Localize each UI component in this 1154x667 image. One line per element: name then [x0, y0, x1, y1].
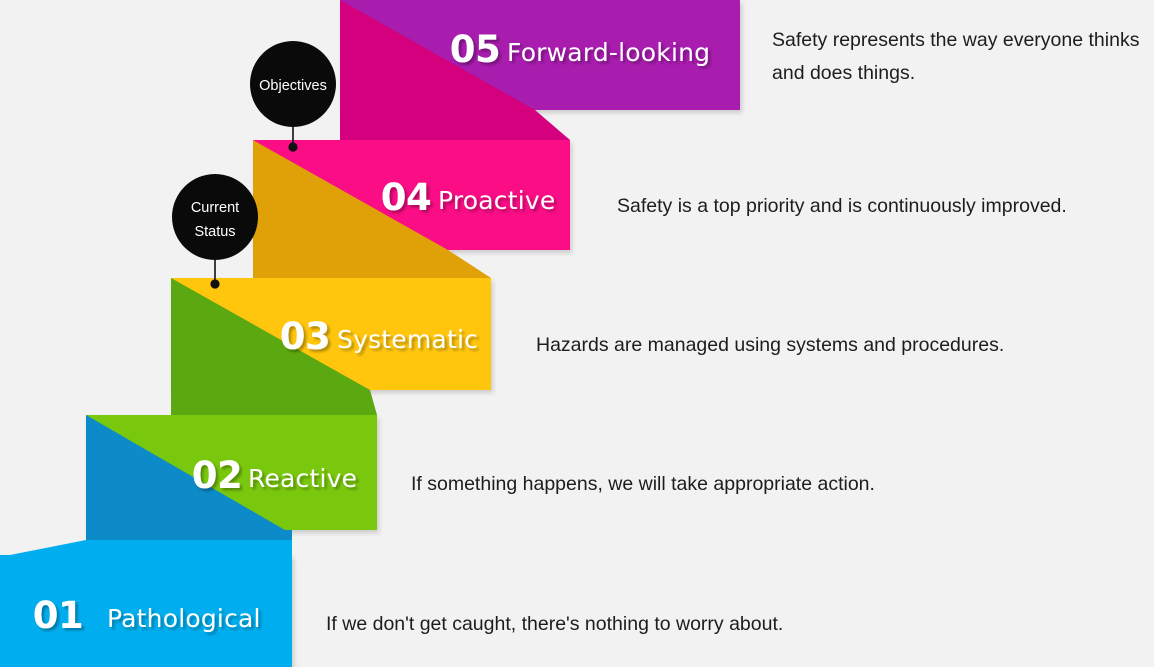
- step-03-side-foot: [171, 390, 377, 415]
- step-02-number: 02: [192, 454, 243, 497]
- step-04-number: 04: [381, 176, 432, 219]
- step-block-01[interactable]: 01 Pathological: [0, 540, 292, 667]
- step-02-side-triangle: [86, 415, 285, 530]
- current-status-label-line2: Status: [194, 224, 235, 240]
- step-01-side-panel: [10, 540, 292, 555]
- current-status-label-line1: Current: [191, 200, 239, 216]
- step-03-side-triangle: [171, 278, 370, 390]
- marker-current-status[interactable]: Current Status: [172, 174, 258, 289]
- objectives-label-line1: Objectives: [259, 78, 327, 94]
- step-05-side-triangle: [340, 0, 535, 110]
- current-status-connector-dot: [210, 279, 220, 289]
- step-block-05[interactable]: 05 Forward-looking: [340, 0, 740, 140]
- step-01-number: 01: [33, 594, 84, 637]
- step-block-03[interactable]: 03 Systematic: [171, 278, 491, 415]
- step-01-label: Pathological: [107, 604, 261, 633]
- step-01-description: If we don't get caught, there's nothing …: [326, 613, 784, 635]
- step-01-face: [0, 555, 292, 667]
- step-03-label: Systematic: [337, 325, 478, 354]
- step-block-04[interactable]: 04 Proactive: [253, 140, 570, 278]
- step-04-description: Safety is a top priority and is continuo…: [617, 195, 1067, 217]
- step-04-side-foot: [253, 250, 491, 278]
- step-05-side-foot: [340, 110, 570, 140]
- objectives-connector-dot: [288, 142, 298, 152]
- current-status-circle: [172, 174, 258, 260]
- step-05-number: 05: [450, 28, 501, 71]
- step-02-description: If something happens, we will take appro…: [411, 473, 875, 495]
- step-03-number: 03: [280, 315, 331, 358]
- step-04-side-triangle: [253, 140, 448, 250]
- step-03-description: Hazards are managed using systems and pr…: [536, 334, 1005, 356]
- step-02-label: Reactive: [248, 464, 357, 493]
- objectives-circle: [250, 41, 336, 127]
- step-block-02[interactable]: 02 Reactive: [86, 415, 377, 540]
- step-05-label: Forward-looking: [507, 38, 710, 67]
- marker-objectives[interactable]: Objectives: [250, 41, 336, 152]
- step-05-description: Safety represents the way everyone think…: [772, 29, 1140, 84]
- step-04-label: Proactive: [438, 186, 555, 215]
